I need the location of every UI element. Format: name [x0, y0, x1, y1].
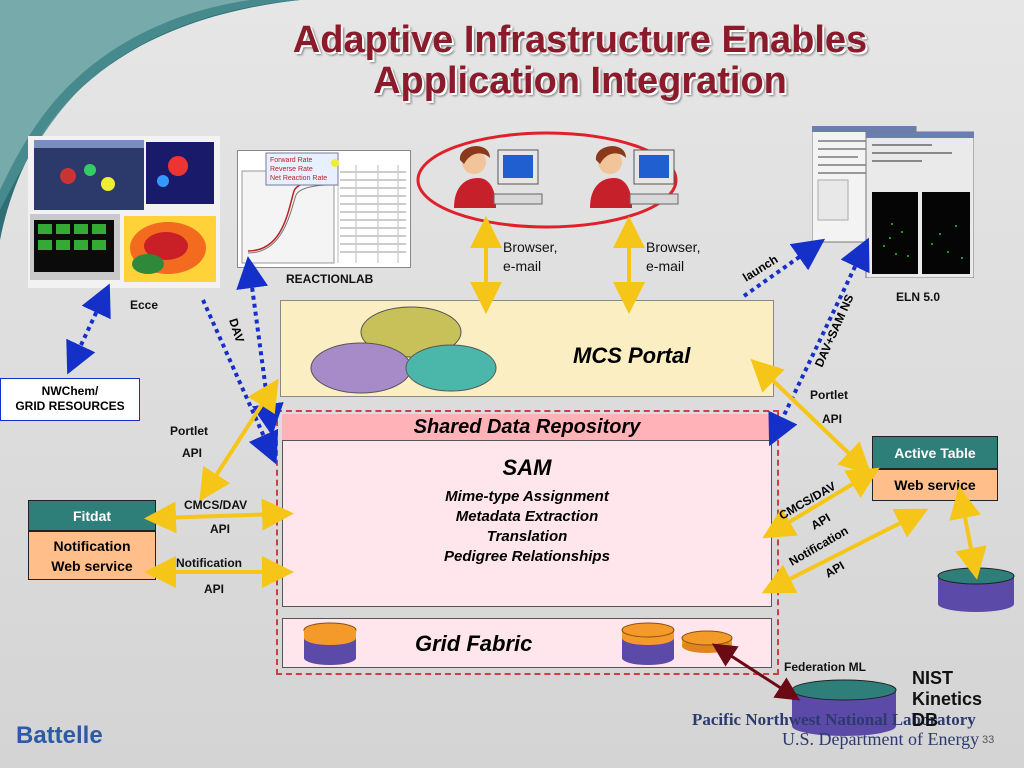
mcs-portal-box: MCS Portal [280, 300, 774, 397]
portal-venn [310, 306, 497, 394]
sam-item: Translation [486, 528, 568, 545]
database-cylinder-icon [303, 622, 357, 665]
battelle-logo: Battelle [16, 722, 103, 749]
browser-right-line-1: Browser, [646, 239, 701, 255]
user-computer-icon [590, 146, 679, 208]
reactionlab-screenshot: Forward Rate Reverse Rate Net Reaction R… [237, 150, 411, 268]
user-computer-icon [454, 146, 543, 208]
fitdat-service-box: Notification Web service [28, 531, 156, 580]
shared-data-repository-header: Shared Data Repository [282, 414, 772, 440]
portlet-left-label-1: Portlet [170, 424, 209, 438]
nist-db-icon [791, 679, 897, 736]
nist-line-2: Kinetics [912, 689, 983, 709]
database-cylinder-icon [621, 622, 675, 665]
nwchem-line-1: NWChem/ [41, 384, 99, 398]
portlet-right-label-2: API [822, 412, 843, 426]
fitdat-line-1: Notification [53, 538, 131, 554]
reactionlab-label: REACTIONLAB [286, 272, 374, 286]
dav-label: DAV [226, 317, 247, 345]
active-table-db-arrow [949, 486, 987, 580]
notif-left-label-1: Notification [176, 556, 242, 570]
nwchem-grid-resources: NWChem/ GRID RESOURCES [0, 378, 140, 421]
nist-line-3: DB [912, 710, 938, 730]
eln-label: ELN 5.0 [896, 290, 941, 304]
notif-left-label-2: API [204, 582, 225, 596]
browser-left-line-2: e-mail [503, 258, 542, 274]
cmcs-right-label-2: API [809, 510, 833, 532]
eln-screenshot [811, 125, 975, 279]
sam-title: SAM [502, 455, 552, 480]
fitdat-line-2: Web service [51, 558, 133, 574]
sam-item: Pedigree Relationships [444, 548, 610, 565]
eln-dav-sam-ns-arrow [768, 237, 870, 447]
cmcs-left-label-1: CMCS/DAV [184, 498, 248, 512]
sam-item: Metadata Extraction [455, 508, 599, 525]
portlet-right-arrow [750, 358, 872, 476]
page-number: 33 [982, 734, 995, 746]
launch-label: launch [740, 252, 780, 284]
reaction-legend-forward: Forward Rate [270, 157, 313, 164]
cmcs-left-label-2: API [210, 522, 231, 536]
ecce-nwchem-arrow [66, 283, 111, 375]
grid-fabric-label: Grid Fabric [415, 631, 533, 656]
ecce-screenshot [28, 136, 220, 288]
portlet-right-label-1: Portlet [810, 388, 849, 402]
portlet-left-label-2: API [182, 446, 203, 460]
users-oval [416, 131, 679, 229]
nwchem-line-2: GRID RESOURCES [15, 399, 125, 413]
federation-label: Federation ML [784, 660, 867, 674]
browser-email-right: Browser, e-mail [646, 238, 700, 276]
browser-email-left: Browser, e-mail [503, 238, 557, 276]
sam-box: SAM Mime-type Assignment Metadata Extrac… [282, 440, 772, 607]
title-line-2: Application Integration [373, 60, 787, 102]
corner-swoosh [0, 0, 300, 240]
browser-right-line-2: e-mail [646, 258, 685, 274]
active-table-header: Active Table [872, 436, 998, 469]
slide-title: Adaptive Infrastructure Enables Applicat… [150, 20, 1010, 102]
grid-fabric-box: Grid Fabric [282, 618, 772, 668]
mcs-portal-label: MCS Portal [573, 343, 691, 368]
reaction-legend-reverse: Reverse Rate [270, 166, 313, 173]
title-line-1: Adaptive Infrastructure Enables [292, 19, 868, 61]
nist-line-1: NIST [912, 668, 954, 688]
doe-label: U.S. Department of Energy [782, 729, 980, 749]
cmcs-left-arrow [144, 498, 294, 534]
browser-left-line-1: Browser, [503, 239, 558, 255]
portlet-left-arrow [199, 378, 279, 502]
notification-right-arrow [761, 508, 929, 594]
dav-sam-ns-label: DAV+SAM NS [812, 292, 857, 369]
federation-arrow [711, 643, 801, 701]
sam-item: Mime-type Assignment [445, 488, 609, 505]
reaction-legend-net: Net Reaction Rate [270, 175, 327, 182]
reactionlab-dav-arrow [236, 256, 284, 436]
nist-kinetics-db-label: NIST Kinetics DB [912, 668, 982, 731]
ecce-label: Ecce [130, 298, 159, 312]
pnnl-label: Pacific Northwest National Laboratory [692, 710, 976, 729]
